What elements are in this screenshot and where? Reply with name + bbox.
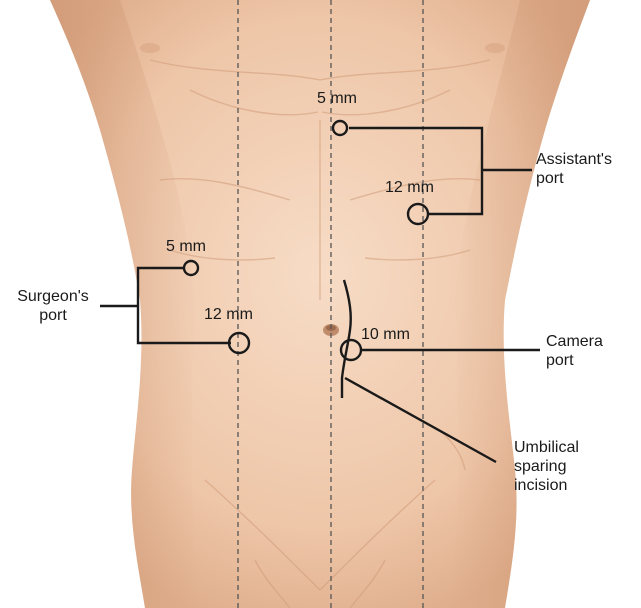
assistant-upper-size-label: 5 mm	[317, 89, 357, 108]
left-nipple	[140, 43, 160, 53]
camera-size-label: 10 mm	[361, 325, 410, 344]
assistant-port-label: Assistant's port	[536, 150, 612, 188]
umbilical-incision-label: Umbilical sparing incision	[514, 438, 579, 495]
surgeon-lower-size-label: 12 mm	[204, 305, 253, 324]
right-nipple	[485, 43, 505, 53]
assistant-lower-size-label: 12 mm	[385, 178, 434, 197]
surgeon-port-label: Surgeon's port	[8, 287, 98, 325]
camera-port-label: Camera port	[546, 332, 603, 370]
surgeon-upper-size-label: 5 mm	[166, 237, 206, 256]
